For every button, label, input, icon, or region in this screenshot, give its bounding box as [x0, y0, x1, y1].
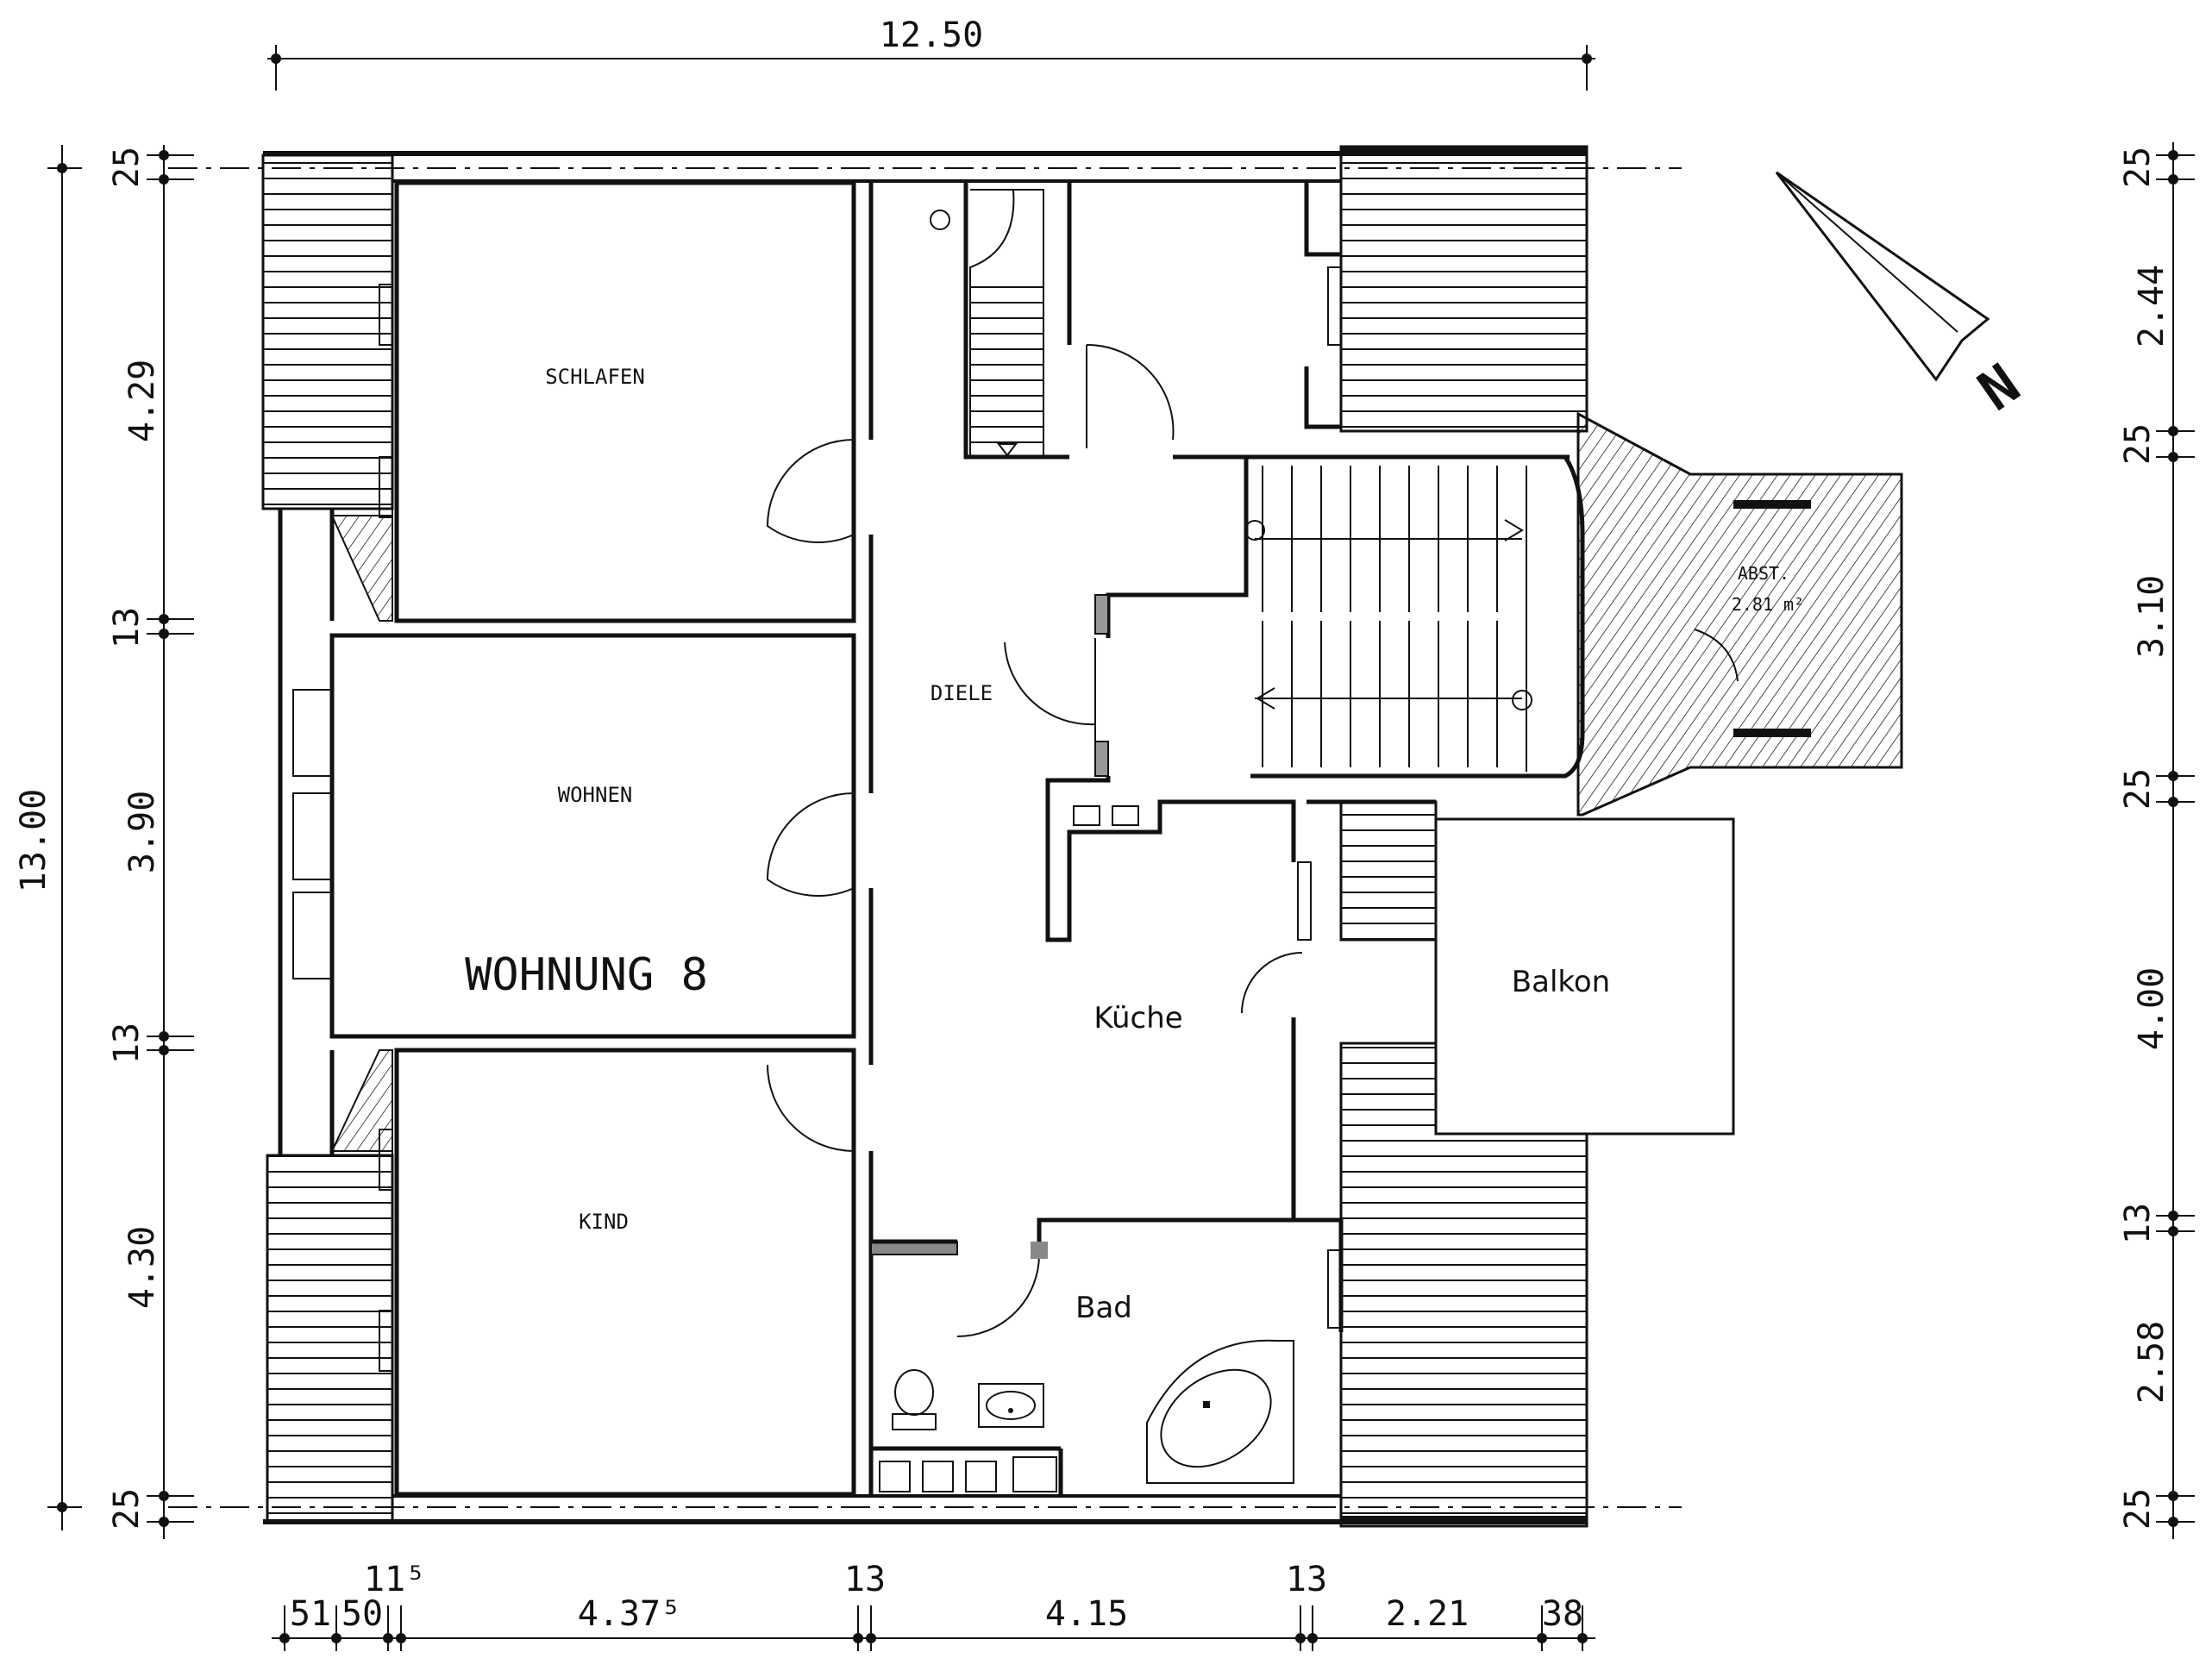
balcony: Balkon [1434, 817, 1735, 1136]
dim-left-2: 13 [107, 607, 147, 648]
top-dimension-line: 12.50 [267, 16, 1595, 91]
storage-area: 2.81 m² [1732, 594, 1804, 615]
room-kueche-label: Küche [1093, 1001, 1182, 1036]
dim-top-total: 12.50 [880, 16, 983, 55]
dim-left-4: 13 [107, 1023, 147, 1064]
dim-bottom-3: 4.37⁵ [578, 1594, 681, 1634]
dim-right-3: 3.10 [2132, 575, 2171, 658]
dim-right-4: 25 [2118, 768, 2158, 810]
room-diele-label: DIELE [931, 681, 993, 705]
room-kind: KIND [394, 1048, 856, 1497]
room-bad-label: Bad [1075, 1291, 1132, 1325]
dim-left-3: 3.90 [122, 791, 162, 873]
apartment-label: WOHNUNG 8 [465, 949, 708, 1001]
dim-right-0: 25 [2118, 147, 2158, 188]
room-kind-label: KIND [579, 1210, 629, 1234]
core-walls [868, 183, 1570, 1496]
north-label: N [1968, 353, 2032, 424]
roof-hatching [261, 145, 1589, 1528]
dim-right-1: 2.44 [2132, 265, 2171, 347]
dim-left-1: 4.29 [122, 360, 162, 442]
dim-right-5: 4.00 [2132, 967, 2171, 1050]
room-wohnen: WOHNEN WOHNUNG 8 [329, 633, 856, 1039]
dim-right-6: 13 [2118, 1203, 2158, 1244]
spiral-stair [930, 189, 1044, 458]
dim-right-8: 25 [2118, 1488, 2158, 1530]
dim-bottom-7: 2.21 [1386, 1594, 1469, 1634]
dim-bottom-1: 50 [342, 1594, 383, 1634]
main-staircase [1244, 454, 1585, 779]
dim-right-2: 25 [2118, 423, 2158, 465]
storage-title: ABST. [1738, 563, 1789, 584]
dim-bottom-5: 4.15 [1045, 1594, 1128, 1634]
dim-right-7: 2.58 [2132, 1321, 2171, 1404]
right-dimension-chain: 25 2.44 25 3.10 25 4.00 13 2.58 25 [2118, 142, 2195, 1539]
room-balkon-label: Balkon [1512, 965, 1610, 999]
room-schlafen-label: SCHLAFEN [545, 365, 645, 389]
bottom-dimension-chain: 51 50 11⁵ 4.37⁵ 13 4.15 13 2.21 38 [272, 1560, 1595, 1651]
dim-bottom-4: 13 [844, 1560, 886, 1599]
doors [766, 343, 1303, 1337]
bathroom-fixtures [871, 1339, 1294, 1496]
dim-left-total: 13.00 [14, 789, 53, 892]
dim-bottom-0: 51 [290, 1594, 331, 1634]
dim-bottom-2: 11⁵ [364, 1560, 426, 1599]
dim-left-5: 4.30 [122, 1226, 162, 1309]
storage-annex: ABST. 2.81 m² [1576, 411, 1903, 817]
room-schlafen: SCHLAFEN [394, 180, 856, 623]
left-dimension-chains: 13.00 25 4.29 13 3.90 13 4.30 25 [14, 145, 194, 1539]
room-wohnen-label: WOHNEN [558, 783, 633, 807]
north-arrow: N [1775, 171, 2032, 424]
dim-bottom-8: 38 [1542, 1594, 1583, 1634]
dim-left-0: 25 [107, 147, 147, 188]
dim-left-6: 25 [107, 1488, 147, 1530]
dim-bottom-6: 13 [1286, 1560, 1327, 1599]
